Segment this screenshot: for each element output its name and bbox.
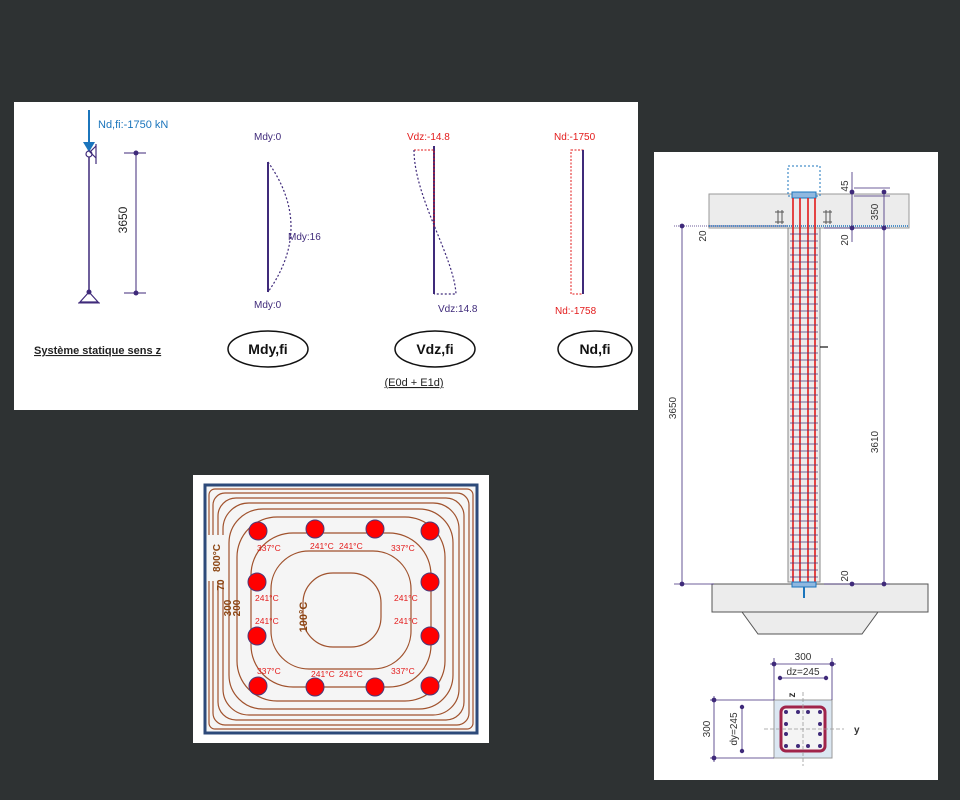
rebar-l1 [247,572,267,592]
isotherm-3 [217,497,465,721]
mdy-bottom-label: Mdy:0 [254,300,282,311]
static-system-panel: Nd,fi:-1750 kN 3650 Système statique sen… [14,102,638,410]
rebar-bm1 [305,677,325,697]
isotherm-6 [236,516,446,702]
rebar-tm2 [365,519,385,539]
top-connection-detail [775,210,832,224]
iso-100-label: 100°C [298,602,310,633]
temp-l2: 241°C [255,616,279,626]
top-slab [708,193,910,229]
mdy-curve [267,161,292,293]
temp-tm1: 241°C [310,541,334,551]
iso-300-label: 300 [223,599,234,616]
rebar-r2 [420,626,440,646]
temp-br: 337°C [391,666,415,676]
length-dim-dot-top [133,150,139,156]
nd-badge [557,330,633,368]
isotherm-4 [222,502,460,716]
dim-20-top-left-label: 20 [698,230,709,242]
rebar-r1 [420,572,440,592]
isotherm-9 [302,572,382,648]
foundation-slab [711,583,929,613]
elevation-panel: 45 350 20 3610 20 20 3650 [654,152,938,780]
isotherm-7 [250,532,432,688]
temp-tm2: 241°C [339,541,363,551]
combination-label: (E0d + E1d) [384,377,443,389]
nd-outline [570,149,584,295]
vdz-curve [413,149,457,295]
section-y-axis-label: y [854,725,860,736]
dim-3610-label: 3610 [870,430,881,453]
dim-20-bottom-label: 20 [840,570,851,582]
isotherm-5 [228,508,454,710]
top-support-roller [89,145,97,159]
dim-350-label: 350 [870,203,881,220]
iso-800-label: 800°C [212,544,223,572]
iso-200-label: 200 [232,599,243,616]
bottom-bearing-plate [791,581,817,588]
temp-tr: 337°C [391,543,415,553]
isotherm-1 [208,488,474,730]
rebar-bm2 [365,677,385,697]
column-stirrups [790,233,818,578]
rebar-br [420,676,440,696]
temp-l1: 241°C [255,593,279,603]
vdz-bottom-label: Vdz:14.8 [438,304,478,315]
temp-bl: 337°C [257,666,281,676]
iso-700-label: 70 [216,579,227,591]
nd-badge-label: Nd,fi [579,341,610,357]
section-height-label: 300 [702,720,713,737]
bottom-support [78,291,100,303]
rebar-bars [247,519,440,697]
section-bars [784,710,822,748]
section-dy-label: dy=245 [729,712,740,746]
isotherm-8 [270,550,412,670]
temp-r1: 241°C [394,593,418,603]
vdz-badge [394,330,476,368]
temp-bm2: 241°C [339,669,363,679]
temp-tl: 337°C [257,543,281,553]
top-bearing-plate [791,191,817,199]
right-dimensions [824,172,890,587]
load-label: Nd,fi:-1750 kN [98,119,168,131]
left-dimensions [674,223,788,587]
rebar-bl [248,676,268,696]
mdy-badge [227,330,309,368]
vdz-upper-outline [414,149,435,228]
nd-top-label: Nd:-1750 [554,132,596,143]
nd-bottom-label: Nd:-1758 [555,306,597,317]
temp-r2: 241°C [394,616,418,626]
length-dim-dot-bottom [133,290,139,296]
vdz-badge-label: Vdz,fi [416,341,453,357]
isotherm-label-bg [207,535,225,581]
mdy-mid-label: Mdy:16 [288,232,321,243]
length-label: 3650 [116,206,130,233]
rebar-tr [420,521,440,541]
mdy-badge-label: Mdy,fi [248,341,287,357]
isotherm-lines [208,488,474,730]
isotherm-2 [212,492,470,726]
dim-3650-label: 3650 [668,396,679,419]
section-width-label: 300 [795,652,812,663]
dim-20-top-right-label: 20 [840,234,851,246]
section-dimensions [710,658,836,762]
vdz-top-label: Vdz:-14.8 [407,132,450,143]
thermal-section-panel: 337°C 241°C 241°C 337°C 241°C 241°C 241°… [193,475,489,743]
temp-bm1: 241°C [311,669,335,679]
rebar-l2 [247,626,267,646]
dim-45-label: 45 [840,180,851,192]
static-system-diagram: Nd,fi:-1750 kN 3650 Système statique sen… [34,110,633,389]
foundation-footing [741,611,879,635]
rebar-tm1 [305,519,325,539]
load-arrow-head [83,142,95,152]
section-z-axis-label: z [787,693,798,698]
thermal-section-diagram: 337°C 241°C 241°C 337°C 241°C 241°C 241°… [203,483,479,735]
section-dz-label: dz=245 [786,667,820,678]
system-caption: Système statique sens z [34,345,162,357]
rebar-tl [248,521,268,541]
elevation-diagram: 45 350 20 3610 20 20 3650 [668,165,929,766]
mdy-top-label: Mdy:0 [254,132,282,143]
section-frame [203,483,479,735]
